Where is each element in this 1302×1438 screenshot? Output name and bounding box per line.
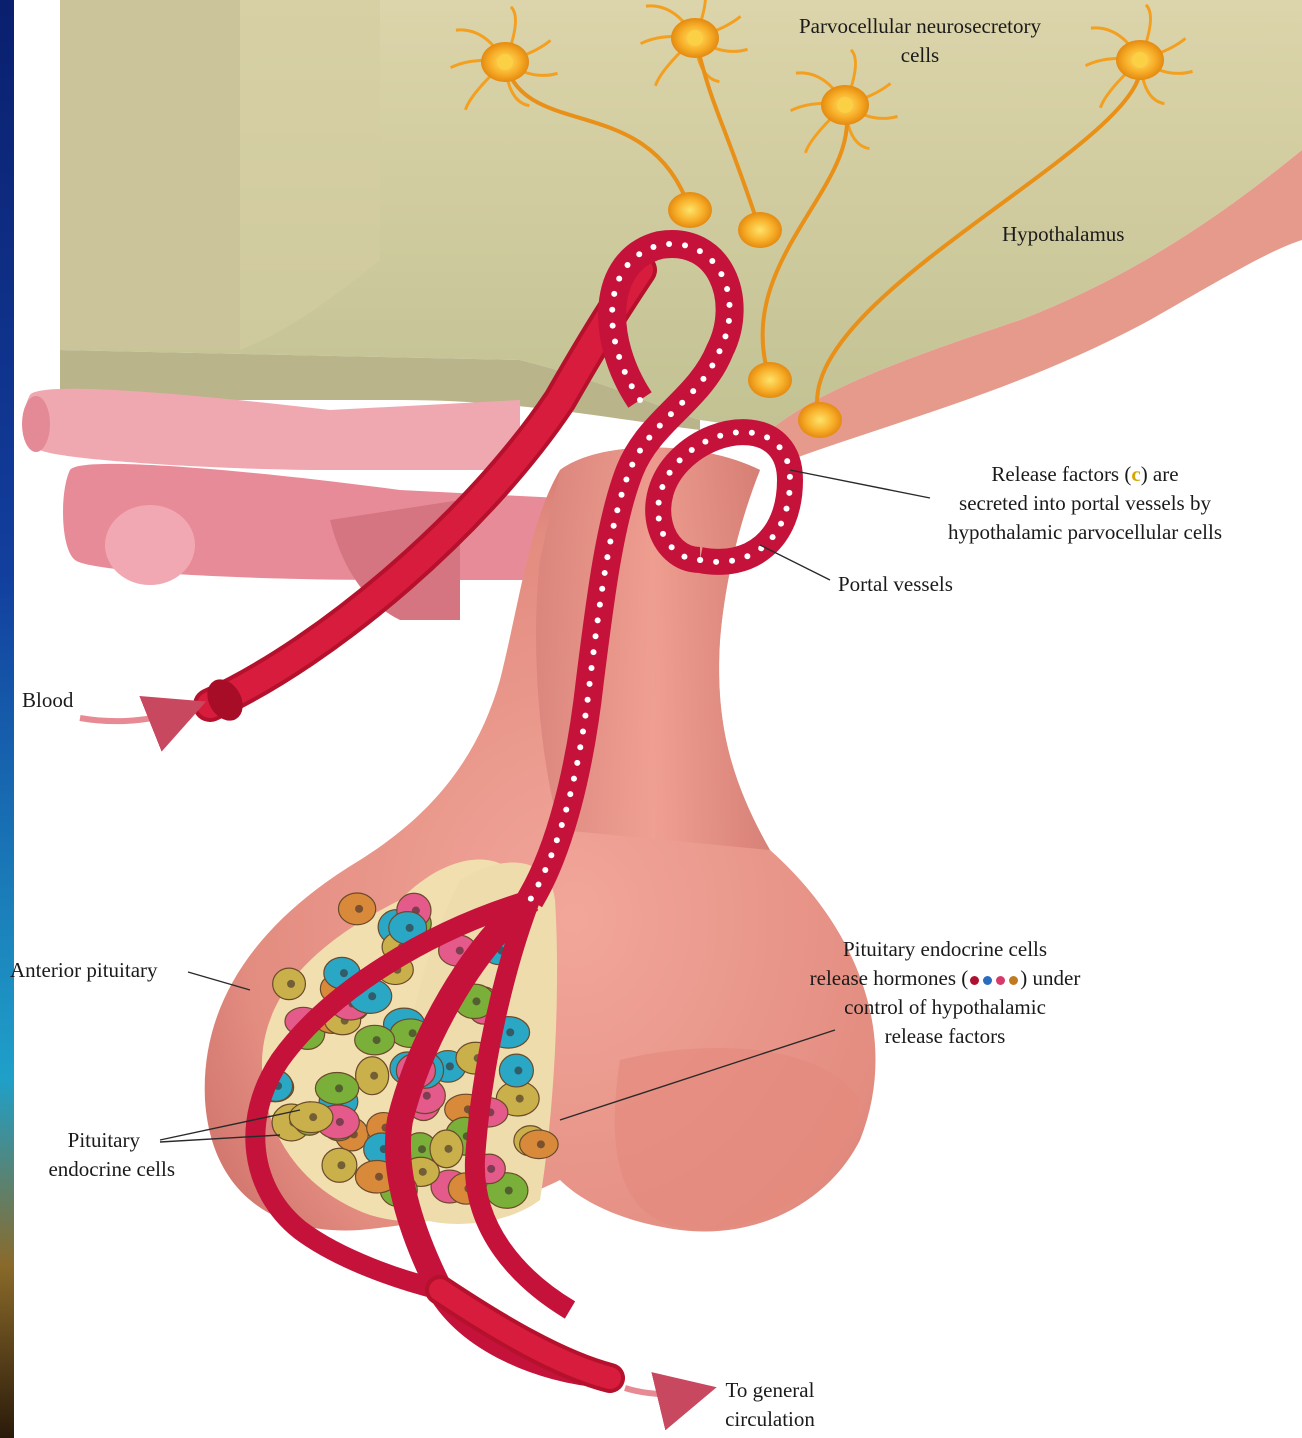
hormone-text-after: ) under (1020, 966, 1080, 990)
label-parvocellular-cells: Parvocellular neurosecretory cells (770, 12, 1070, 70)
label-blood: Blood (22, 686, 73, 715)
label-release-factors-line1: Release factors (c) are (905, 460, 1265, 489)
hormone-dot-icon (983, 976, 992, 985)
label-endocrine-release: Pituitary endocrine cells release hormon… (760, 935, 1130, 1051)
label-release-factors-line2: secreted into portal vessels by (905, 489, 1265, 518)
label-pec-line1: Pituitary (10, 1126, 175, 1155)
label-parvocellular-line1: Parvocellular neurosecretory (770, 12, 1070, 41)
rf-text-before: Release factors ( (991, 462, 1131, 486)
hormone-dot-icon (970, 976, 979, 985)
label-pituitary-endocrine-cells: Pituitary endocrine cells (10, 1126, 175, 1184)
label-circulation-line2: circulation (705, 1405, 835, 1434)
hormone-dot-icon (1009, 976, 1018, 985)
label-portal-vessels: Portal vessels (838, 570, 953, 599)
rf-text-after: ) are (1141, 462, 1179, 486)
circulation-out-arrow (625, 1388, 705, 1394)
label-release-factors: Release factors (c) are secreted into po… (905, 460, 1265, 547)
blood-in-arrow (80, 706, 195, 721)
label-circulation-line1: To general (705, 1376, 835, 1405)
label-release-factors-line3: hypothalamic parvocellular cells (905, 518, 1265, 547)
release-factor-icon: c (1131, 462, 1140, 486)
hormone-text-before: release hormones ( (810, 966, 969, 990)
label-endocrine-line3: control of hypothalamic (760, 993, 1130, 1022)
label-endocrine-line1: Pituitary endocrine cells (760, 935, 1130, 964)
label-pec-line2: endocrine cells (10, 1155, 175, 1184)
hormone-dot-icon (996, 976, 1005, 985)
label-endocrine-line2: release hormones ( ) under (760, 964, 1130, 993)
label-to-general-circulation: To general circulation (705, 1376, 835, 1434)
label-endocrine-line4: release factors (760, 1022, 1130, 1051)
label-hypothalamus: Hypothalamus (1002, 220, 1124, 249)
optic-chiasm (22, 389, 600, 620)
label-parvocellular-line2: cells (770, 41, 1070, 70)
label-anterior-pituitary: Anterior pituitary (10, 956, 158, 985)
